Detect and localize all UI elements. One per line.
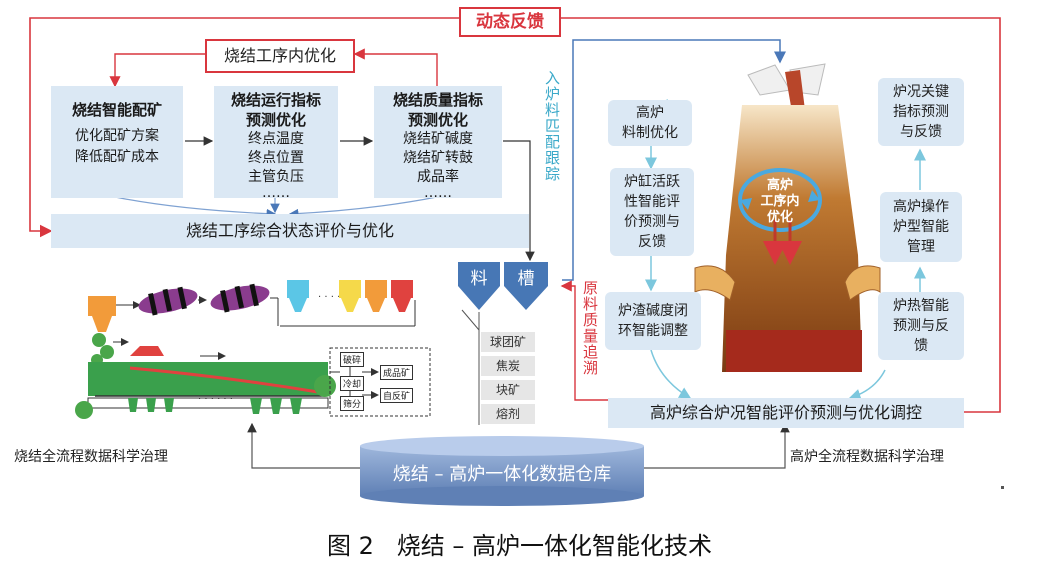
sinter-process-optimization-label: 烧结工序内优化 <box>205 39 355 73</box>
material-coke: 焦炭 <box>481 356 535 378</box>
sinter-inner-loop <box>109 48 438 88</box>
sinter-governance-label: 烧结全流程数据科学治理 <box>14 449 168 465</box>
bf-key-indicators-text: 炉况关键 指标预测 与反馈 <box>893 84 949 140</box>
ore-blending-line-2: 降低配矿成本 <box>75 149 159 165</box>
bf-thermal-prediction-box: 炉热智能 预测与反 馈 <box>878 292 964 360</box>
svg-text:· · · · · ·: · · · · · · <box>198 394 233 405</box>
hopper-label-right: 槽 <box>517 269 535 289</box>
bf-operation-profile-text: 高炉操作 炉型智能 管理 <box>893 199 949 255</box>
bf-operation-profile-box: 高炉操作 炉型智能 管理 <box>880 192 962 262</box>
return-ore-label: 自反矿 <box>380 388 414 403</box>
running-indicators-box: 烧结运行指标 预测优化 终点温度 终点位置 主管负压 …… <box>214 86 338 201</box>
ore-blending-title: 烧结智能配矿 <box>71 101 162 119</box>
hopper-shapes <box>458 262 548 425</box>
bf-hearth-activity-text: 炉缸活跃 性智能评 价预测与 反馈 <box>624 174 680 250</box>
quality-line-1: 烧结矿碱度 <box>403 131 473 147</box>
charge-tracking-label: 入炉料匹配跟踪 <box>543 70 561 182</box>
bf-burden-optimization-text: 高炉 料制优化 <box>622 105 678 141</box>
data-warehouse-cylinder <box>360 436 644 506</box>
quality-line-4: …… <box>424 185 452 201</box>
quality-tracing-label: 原料质量追溯 <box>581 280 599 376</box>
data-warehouse-label: 烧结 – 高炉一体化数据仓库 <box>392 464 612 485</box>
blast-furnace-illustration <box>694 63 881 372</box>
sinter-evaluation-bar: 烧结工序综合状态评价与优化 <box>51 214 529 248</box>
bf-key-indicators-box: 炉况关键 指标预测 与反馈 <box>878 78 964 146</box>
bf-slag-basicity-text: 炉渣碱度闭 环智能调整 <box>618 303 688 339</box>
bf-evaluation-bar: 高炉综合炉况智能评价预测与优化调控 <box>608 398 964 428</box>
hopper-label-left: 料 <box>470 269 488 289</box>
ore-blending-line-1: 优化配矿方案 <box>75 128 159 144</box>
screen-label: 筛分 <box>340 396 365 411</box>
product-ore-label: 成品矿 <box>380 365 414 380</box>
quality-indicators-title: 烧结质量指标 预测优化 <box>392 91 483 129</box>
figure-caption: 图 2 烧结 – 高炉一体化智能化技术 <box>326 532 713 560</box>
furnace-center-label: 高炉 工序内 优化 <box>760 178 800 225</box>
material-pellet: 球团矿 <box>481 332 535 354</box>
quality-line-2: 烧结矿转鼓 <box>403 150 473 166</box>
bf-hearth-activity-box: 炉缸活跃 性智能评 价预测与 反馈 <box>610 168 694 256</box>
bf-thermal-prediction-text: 炉热智能 预测与反 馈 <box>893 298 949 354</box>
bf-governance-label: 高炉全流程数据科学治理 <box>790 449 944 465</box>
feedback-loop-lines <box>29 17 1001 413</box>
running-line-1: 终点温度 <box>248 131 304 147</box>
running-line-3: 主管负压 <box>248 169 304 185</box>
ore-blending-box: 烧结智能配矿 优化配矿方案 降低配矿成本 <box>51 86 183 198</box>
quality-indicators-box: 烧结质量指标 预测优化 烧结矿碱度 烧结矿转鼓 成品率 …… <box>374 86 502 201</box>
cool-label: 冷却 <box>340 376 365 391</box>
running-line-4: …… <box>262 185 290 201</box>
quality-line-3: 成品率 <box>417 169 459 185</box>
material-flux: 熔剂 <box>481 404 535 426</box>
bf-slag-basicity-box: 炉渣碱度闭 环智能调整 <box>605 292 701 350</box>
running-line-2: 终点位置 <box>248 150 304 166</box>
dynamic-feedback-label: 动态反馈 <box>459 7 561 37</box>
svg-text:· · · · · ·: · · · · · · <box>318 292 353 303</box>
bf-burden-optimization-box: 高炉 料制优化 <box>608 100 692 146</box>
material-lump-ore: 块矿 <box>481 380 535 402</box>
crush-label: 破碎 <box>340 352 365 367</box>
sinter-machine-illustration: · · · · · · · · · · · · <box>75 280 431 419</box>
running-indicators-title: 烧结运行指标 预测优化 <box>230 91 321 129</box>
